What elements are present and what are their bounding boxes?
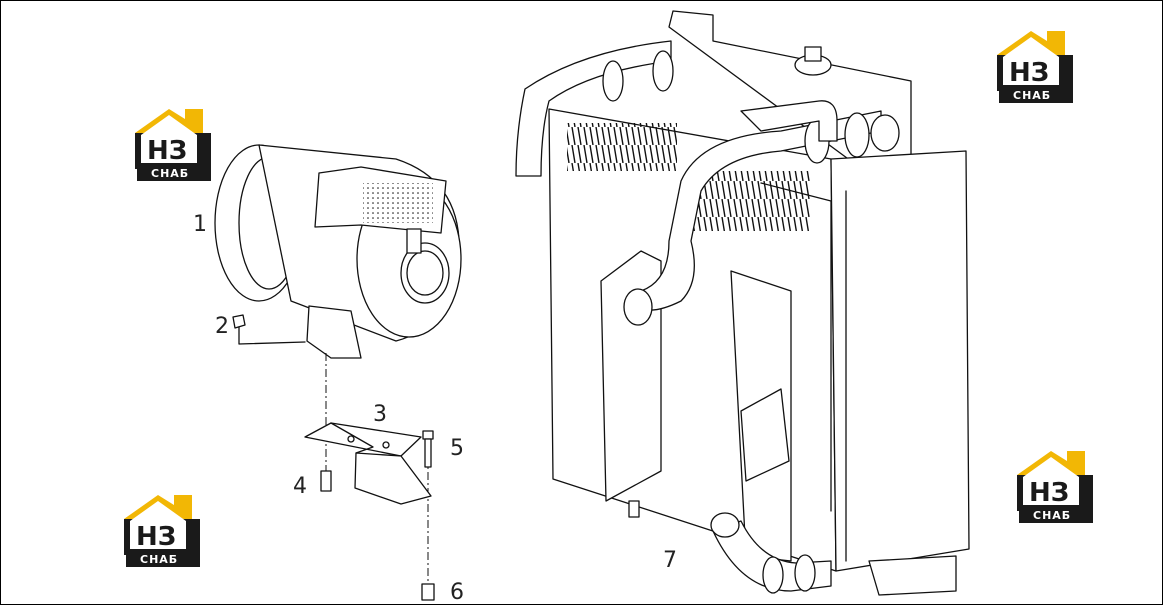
watermark-logo: НЗ СНАБ: [1017, 451, 1093, 523]
logo-caption: СНАБ: [140, 553, 178, 566]
callout-3: 3: [373, 402, 387, 427]
logo-caption: СНАБ: [1013, 89, 1051, 102]
callout-7: 7: [663, 548, 677, 573]
watermark-logo: НЗ СНАБ: [135, 109, 211, 181]
bracket-part-3: [304, 422, 432, 505]
logo-caption: СНАБ: [1033, 509, 1071, 522]
radiator-assembly: [515, 10, 970, 596]
logo-letters: НЗ: [1009, 58, 1049, 88]
nut-part-2: [232, 314, 306, 345]
callout-2: 2: [215, 314, 229, 339]
callout-1: 1: [193, 212, 207, 237]
bolt-part-4: [320, 470, 332, 492]
callout-6: 6: [450, 580, 464, 604]
watermark-logo: НЗ СНАБ: [124, 495, 200, 567]
callout-4: 4: [293, 474, 307, 499]
watermark-logo: НЗ СНАБ: [997, 31, 1073, 103]
logo-letters: НЗ: [136, 522, 176, 552]
logo-caption: СНАБ: [151, 167, 189, 180]
logo-letters: НЗ: [1029, 478, 1069, 508]
bolt-part-5: [422, 430, 434, 468]
callout-5: 5: [450, 436, 464, 461]
logo-letters: НЗ: [147, 136, 187, 166]
nut-part-6: [421, 583, 435, 601]
air-cleaner: [214, 144, 462, 359]
